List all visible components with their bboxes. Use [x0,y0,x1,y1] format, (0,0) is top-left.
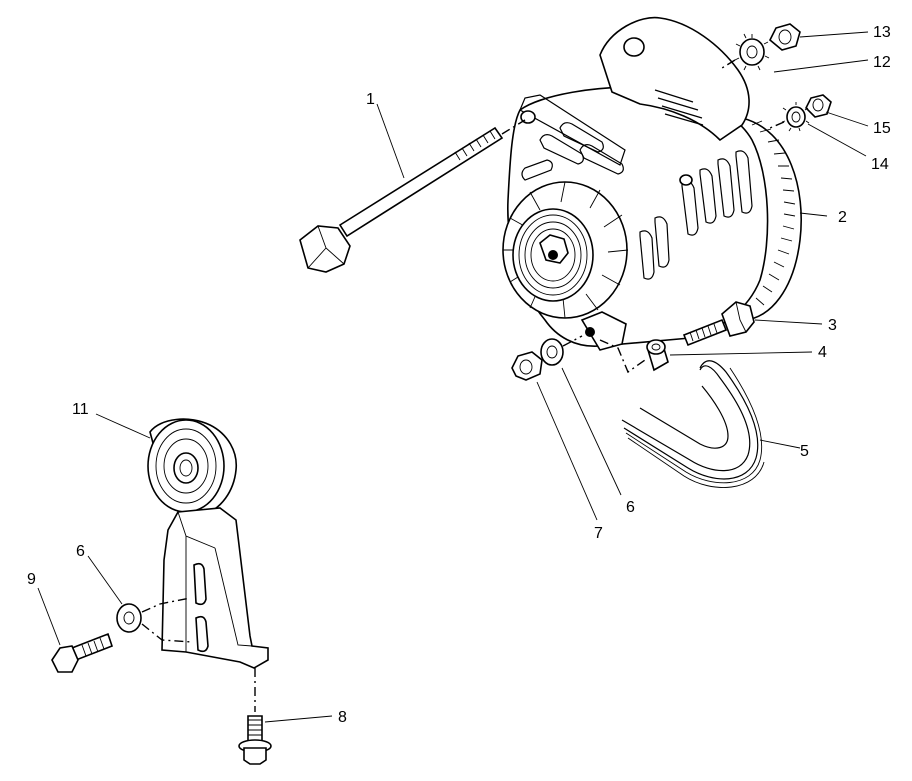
bolt-8 [238,715,272,765]
callout-14: 14 [871,156,889,173]
callout-3: 3 [828,317,837,334]
lock-washer-14 [781,102,810,132]
callout-8: 8 [338,709,347,726]
alternator [502,16,802,351]
long-bolt [299,119,526,273]
tensioner-bracket [161,507,269,669]
lock-washer-12 [734,33,770,71]
nut-7 [511,351,543,381]
leader-lines [37,31,869,723]
tensioner-pulley [147,418,237,517]
callout-11: 11 [72,401,89,418]
washer-6-upper [540,338,564,366]
callout-6-upper: 6 [626,499,635,516]
callout-12: 12 [873,54,891,71]
callout-1: 1 [366,91,375,108]
callout-numbers: 1 2 3 4 5 6 6 7 8 9 11 12 13 14 15 [27,24,891,726]
callout-9: 9 [27,571,36,588]
sleeve-4 [646,339,669,372]
callout-5: 5 [800,443,809,460]
bolt-3 [682,301,755,347]
drive-belt [621,360,765,488]
callout-13: 13 [873,24,891,41]
callout-2: 2 [838,209,847,226]
nut-13 [769,23,801,51]
washer-6-lower [116,603,142,633]
callout-6-lower: 6 [76,543,85,560]
callout-4: 4 [818,344,827,361]
callout-15: 15 [873,120,891,137]
callout-7: 7 [594,525,603,542]
alternator-pulley [512,208,594,302]
bolt-9 [51,632,113,673]
nut-15 [805,94,832,118]
